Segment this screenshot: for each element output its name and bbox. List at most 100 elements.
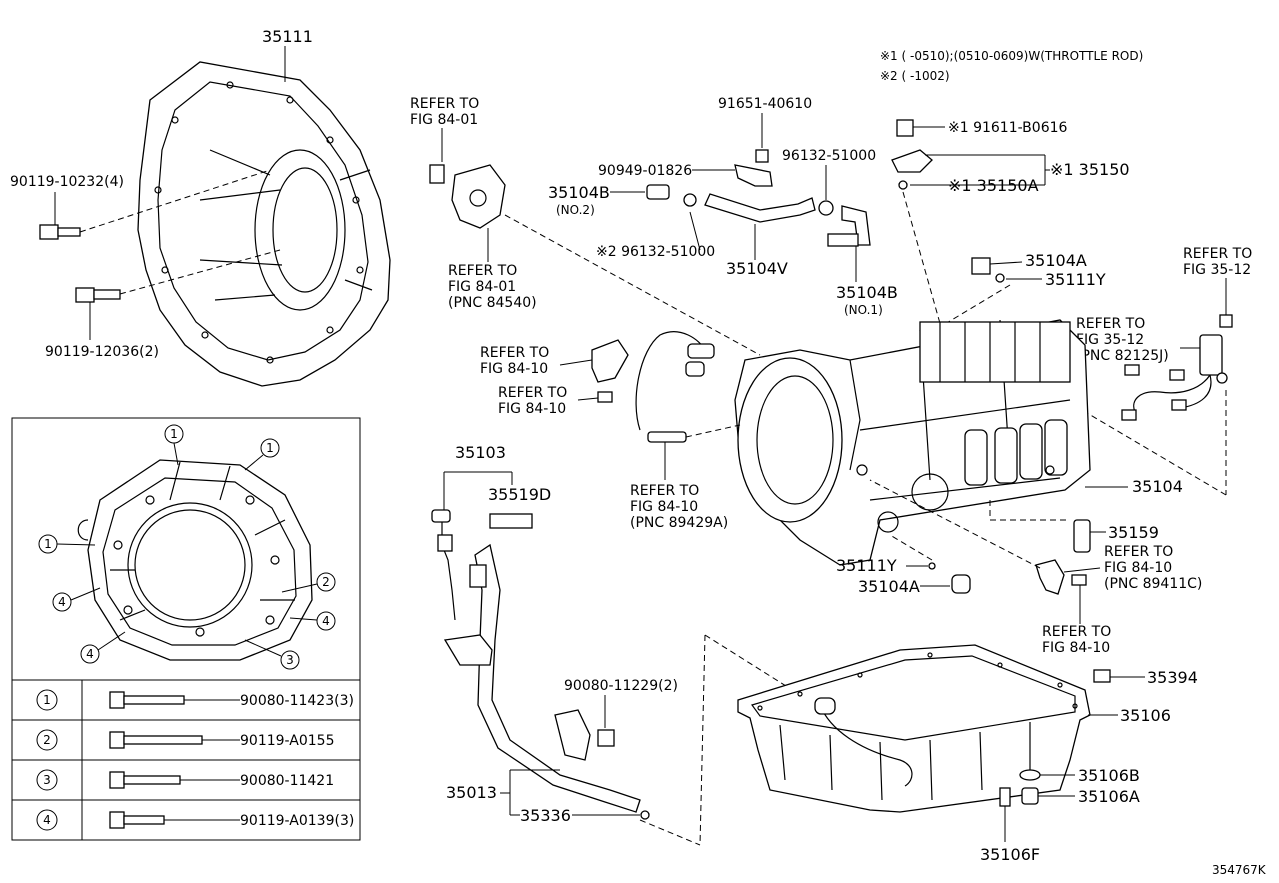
magnet-35394-icon xyxy=(1093,669,1111,683)
oil-pan-drawing xyxy=(737,644,1091,813)
refer-84-10-d-line1: REFER TO xyxy=(1104,544,1173,560)
refer-35-12-a-line1: REFER TO xyxy=(1183,246,1252,262)
bolt-sensor-icon xyxy=(1071,574,1087,586)
refer-84-10-d-line3: (PNC 89411C) xyxy=(1104,576,1202,592)
label-35111Y-2: 35111Y xyxy=(836,556,897,575)
fitting-35104B-icon xyxy=(646,184,670,200)
label-35150A: ※1 35150A xyxy=(948,176,1039,195)
diagram-id: 354767K xyxy=(1212,863,1267,877)
bolt-90080-11229-icon xyxy=(597,729,615,747)
filler-tube-drawing xyxy=(443,543,641,813)
bolt-part-2: 90119-A0155 xyxy=(240,733,335,749)
svg-text:4: 4 xyxy=(86,647,94,661)
refer-84-01-b-line2: FIG 84-01 xyxy=(448,279,516,295)
svg-text:1: 1 xyxy=(43,693,51,707)
sleeve-35159-icon xyxy=(1073,519,1091,553)
gasket-35111Y-icon xyxy=(995,273,1005,283)
label-90949-01826: 90949-01826 xyxy=(598,163,692,179)
refer-84-10-c-line1: REFER TO xyxy=(630,483,699,499)
note-1: ※1 ( -0510);(0510-0609)W(THROTTLE ROD) xyxy=(880,49,1143,63)
gasket-35111Y-2-icon xyxy=(928,562,936,570)
label-35104A-1: 35104A xyxy=(1025,251,1087,270)
label-35104V: 35104V xyxy=(726,259,788,278)
label-no1: (NO.1) xyxy=(844,303,883,317)
bolt-90119-12036-icon xyxy=(75,287,121,303)
refer-84-10-a-line1: REFER TO xyxy=(480,345,549,361)
hose-35104V-drawing xyxy=(704,193,816,223)
clamp-96132-a-icon xyxy=(683,193,834,216)
bolt-90119-10232-icon xyxy=(39,224,81,240)
gasket-35106B-icon xyxy=(1019,769,1041,781)
refer-84-10-d-line2: FIG 84-10 xyxy=(1104,560,1172,576)
label-96132-51000-b: ※2 96132-51000 xyxy=(596,244,715,260)
svg-text:4: 4 xyxy=(58,595,66,609)
label-90080-11229: 90080-11229(2) xyxy=(564,678,678,694)
refer-84-01-b-line3: (PNC 84540) xyxy=(448,295,537,311)
refer-35-12-a-line2: FIG 35-12 xyxy=(1183,262,1251,278)
bolt-table-row-1: 1 90080-11423(3) xyxy=(36,689,354,711)
bell-housing-drawing xyxy=(137,61,391,387)
refer-84-10-e-line1: REFER TO xyxy=(1042,624,1111,640)
label-35104B-2: 35104B xyxy=(836,283,898,302)
label-35106B: 35106B xyxy=(1078,766,1140,785)
bolt-part-1: 90080-11423(3) xyxy=(240,693,354,709)
connector-89429-icon xyxy=(687,343,715,359)
refer-35-12-b-line3: (PNC 82125J) xyxy=(1076,348,1169,364)
inset-callout-1a: 1 xyxy=(164,424,184,466)
inset-callout-1b: 1 xyxy=(244,438,280,471)
bolt-84-10-icon xyxy=(597,391,613,403)
svg-text:3: 3 xyxy=(43,773,51,787)
svg-text:1: 1 xyxy=(266,441,274,455)
refer-84-01-a-line1: REFER TO xyxy=(410,96,479,112)
label-90119-12036: 90119-12036(2) xyxy=(45,344,159,360)
bolt-table-row-3: 3 90080-11421 xyxy=(36,769,334,791)
bolt-35106F-icon xyxy=(999,787,1011,807)
label-35104A-2: 35104A xyxy=(858,577,920,596)
svg-text:1: 1 xyxy=(170,427,178,441)
label-90119-10232: 90119-10232(4) xyxy=(10,174,124,190)
sensor-wire-drawing xyxy=(635,331,706,431)
label-35394: 35394 xyxy=(1147,668,1198,687)
bolt-table-row-4: 4 90119-A0139(3) xyxy=(36,809,354,831)
bolt-part-4: 90119-A0139(3) xyxy=(240,813,354,829)
label-35104: 35104 xyxy=(1132,477,1183,496)
plug-35104A-icon xyxy=(971,257,991,275)
inset-callout-3: 3 xyxy=(244,639,300,670)
drain-plug-35106A-icon xyxy=(1021,787,1039,805)
sensor-89429-icon xyxy=(647,431,687,443)
refer-35-12-b-line1: REFER TO xyxy=(1076,316,1145,332)
svg-text:2: 2 xyxy=(43,733,51,747)
neutral-switch-drawing xyxy=(429,164,506,229)
label-96132-51000-a: 96132-51000 xyxy=(782,148,876,164)
label-35111: 35111 xyxy=(262,27,313,46)
inset-callout-4b: 4 xyxy=(289,611,336,631)
label-no2: (NO.2) xyxy=(556,203,595,217)
bolt-91611-icon xyxy=(896,119,914,137)
note-2: ※2 ( -1002) xyxy=(880,69,950,83)
bolt-35-12-icon xyxy=(1219,314,1233,328)
svg-text:1: 1 xyxy=(44,537,52,551)
speed-sensor-89411-icon xyxy=(1035,559,1065,595)
bolt-table-row-2: 2 90119-A0155 xyxy=(36,729,335,751)
refer-84-10-e-line2: FIG 84-10 xyxy=(1042,640,1110,656)
oring-35336-icon xyxy=(640,810,650,820)
refer-84-10-b-line2: FIG 84-10 xyxy=(498,401,566,417)
refer-84-01-b-line1: REFER TO xyxy=(448,263,517,279)
label-35103: 35103 xyxy=(455,443,506,462)
wire-harness-drawing xyxy=(1121,334,1228,421)
label-plate-35519D-icon xyxy=(489,513,533,529)
svg-text:3: 3 xyxy=(286,653,294,667)
union-icon xyxy=(827,233,859,247)
oring-35150A-icon xyxy=(898,180,908,190)
label-35104B-1: 35104B xyxy=(548,183,610,202)
bracket-84-10-icon xyxy=(591,339,629,383)
label-35159: 35159 xyxy=(1108,523,1159,542)
refer-84-10-c-line2: FIG 84-10 xyxy=(630,499,698,515)
label-35111Y-1: 35111Y xyxy=(1045,270,1106,289)
label-35336: 35336 xyxy=(520,806,571,825)
refer-84-10-b-line1: REFER TO xyxy=(498,385,567,401)
cover-35150-icon xyxy=(891,149,933,173)
inset-callout-2: 2 xyxy=(281,572,336,593)
label-35106A: 35106A xyxy=(1078,787,1140,806)
